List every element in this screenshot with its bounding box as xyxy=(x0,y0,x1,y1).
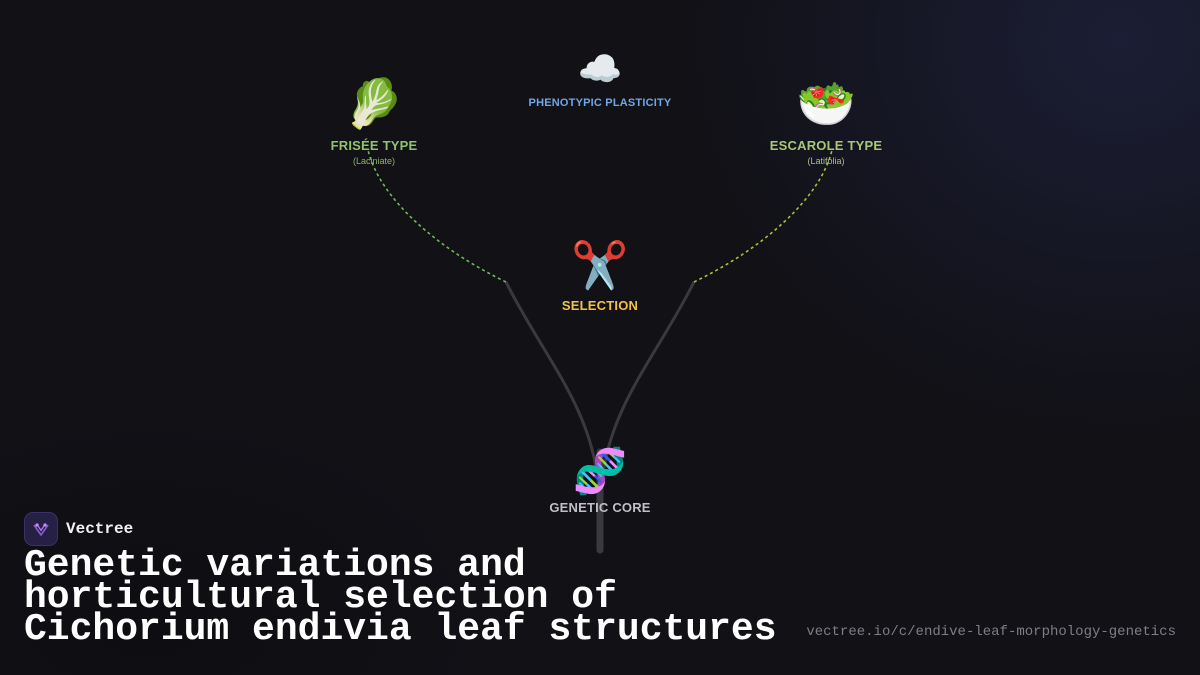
page-title: Genetic variations and horticultural sel… xyxy=(24,544,777,651)
genetic-core-label: GENETIC CORE xyxy=(549,500,651,515)
lettuce-icon: 🥬 xyxy=(344,76,404,132)
brand[interactable]: Vectree xyxy=(24,512,133,546)
phenotypic-plasticity-node: ☁️ PHENOTYPIC PLASTICITY xyxy=(528,49,672,110)
frisee-type-sublabel: (Laciniate) xyxy=(352,156,396,166)
selection-label: SELECTION xyxy=(561,298,639,313)
brand-name: Vectree xyxy=(66,520,134,538)
escarole-type-node: 🥗 ESCAROLE TYPE (Latifolia) xyxy=(770,80,882,166)
frisee-type-node: 🥬 FRISÉE TYPE (Laciniate) xyxy=(331,80,418,166)
selection-node: ✂️ SELECTION xyxy=(562,242,638,313)
dna-icon: 🧬 xyxy=(572,446,628,497)
right-branch-edge xyxy=(602,281,696,469)
genetic-core-node: 🧬 GENETIC CORE xyxy=(549,446,651,516)
salad-bowl-icon: 🥗 xyxy=(796,76,856,132)
escarole-type-label: ESCAROLE TYPE xyxy=(769,138,883,153)
vectree-logo-mark xyxy=(33,523,49,536)
vectree-logo-icon xyxy=(24,512,58,546)
phenotypic-plasticity-label: PHENOTYPIC PLASTICITY xyxy=(528,97,672,109)
frisee-branch-edge xyxy=(367,149,507,283)
escarole-type-sublabel: (Latifolia) xyxy=(807,156,845,166)
source-url[interactable]: vectree.io/c/endive-leaf-morphology-gene… xyxy=(806,624,1176,640)
frisee-type-label: FRISÉE TYPE xyxy=(330,138,418,153)
left-branch-edge xyxy=(504,281,598,469)
cloud-icon: ☁️ xyxy=(577,49,623,90)
escarole-branch-edge xyxy=(693,149,833,283)
scissors-icon: ✂️ xyxy=(571,238,629,292)
